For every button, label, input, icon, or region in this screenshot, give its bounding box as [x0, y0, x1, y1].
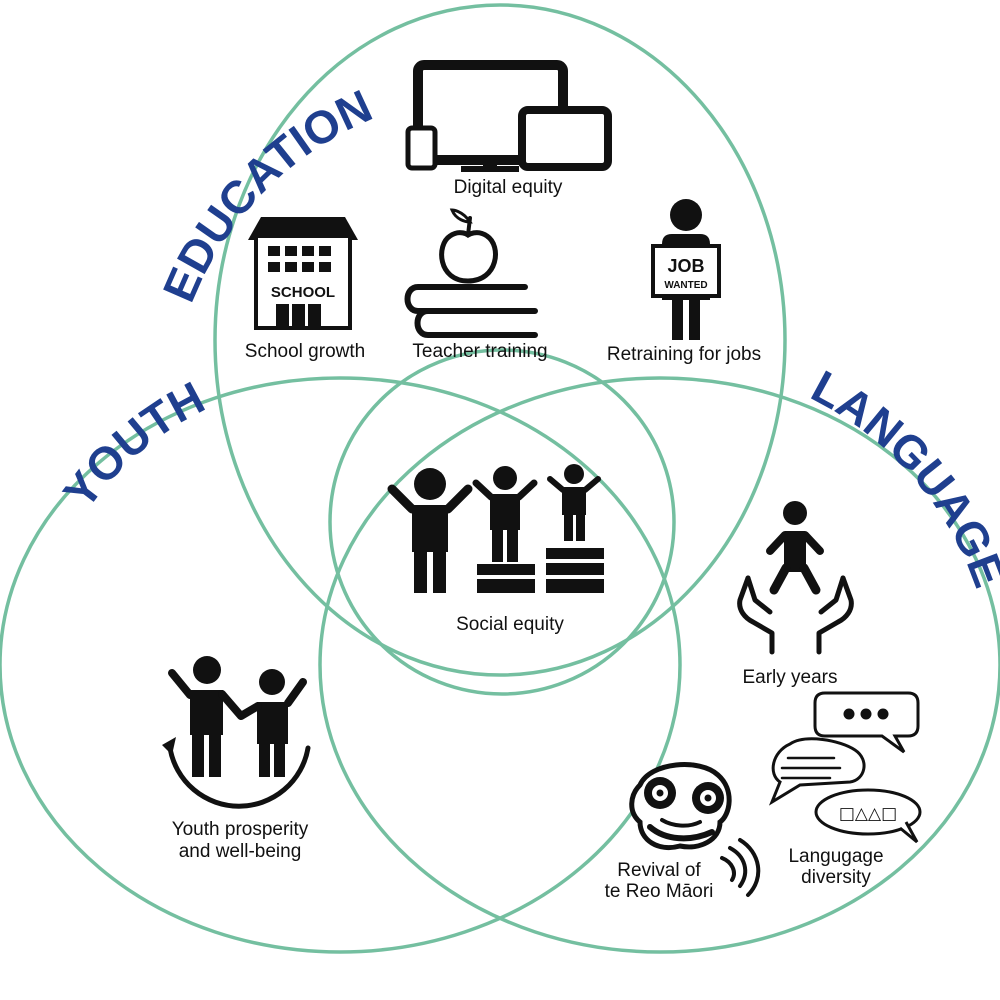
youth-prosperity-label-line1: Youth prosperity: [172, 819, 309, 840]
maori-face-icon: [629, 762, 761, 897]
school-growth-label: School growth: [245, 341, 365, 362]
school-building-icon: SCHOOL: [248, 217, 358, 330]
center-circle: [328, 348, 676, 696]
language-diversity-label-line2: diversity: [801, 867, 871, 888]
wanted-sign-text: WANTED: [664, 280, 707, 291]
digital-equity-label: Digital equity: [454, 177, 563, 198]
social-equity-label: Social equity: [456, 614, 564, 635]
apple-books-icon: [404, 208, 538, 338]
youth-holding-hands-icon: [162, 656, 311, 809]
education-circle: [213, 3, 787, 677]
revival-label-line1: Revival of: [617, 860, 701, 881]
devices-icon: [405, 60, 612, 172]
language-heading: LANGUAGE: [804, 360, 1000, 594]
job-wanted-person-icon: JOB WANTED: [651, 199, 721, 340]
speech-bubbles-icon: □△△□: [768, 691, 922, 844]
language-circle: [318, 376, 1000, 954]
baby-hands-icon: [737, 501, 854, 655]
youth-heading: YOUTH: [53, 371, 213, 517]
retraining-for-jobs-label: Retraining for jobs: [607, 344, 761, 365]
school-sign-text: SCHOOL: [271, 284, 335, 301]
revival-label-line2: te Reo Māori: [605, 881, 714, 902]
venn-rings: [0, 3, 1000, 954]
youth-prosperity-label-line2: and well-being: [179, 841, 302, 862]
teacher-training-label: Teacher training: [412, 341, 547, 362]
equity-figures-icon: [387, 464, 604, 593]
early-years-label: Early years: [742, 667, 837, 688]
language-diversity-label-line1: Langugage: [788, 846, 883, 867]
shapes-text: □△△□: [839, 804, 897, 824]
youth-circle: [0, 376, 682, 954]
job-sign-text: JOB: [667, 256, 704, 276]
